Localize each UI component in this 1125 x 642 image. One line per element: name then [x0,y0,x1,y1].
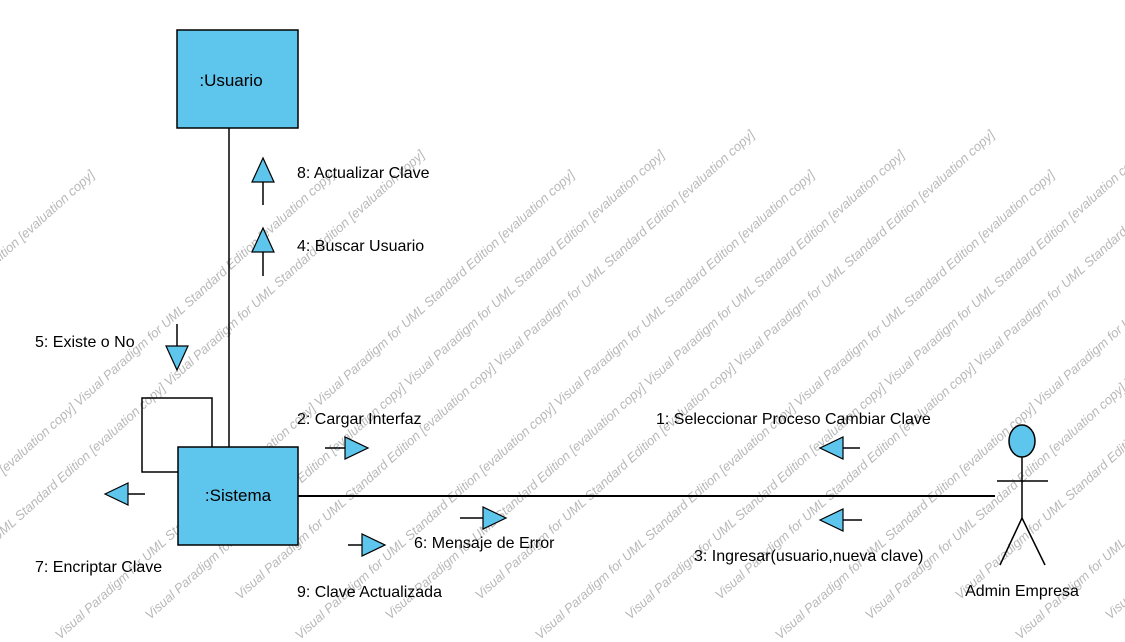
message-6-label: 6: Mensaje de Error [414,535,555,552]
arrow-up-icon [251,156,275,205]
object-sistema-label: :Sistema [205,486,272,505]
watermark-text: Visual Paradigm for UML Standard Edition… [772,167,1125,642]
arrow-left-icon [103,482,145,506]
message-8-label: 8: Actualizar Clave [297,165,430,182]
arrow-left-icon [818,508,862,532]
object-sistema[interactable]: :Sistema [177,446,299,546]
actor-label: Admin Empresa [965,583,1079,600]
actor-stick-figure-icon [997,424,1048,566]
object-usuario[interactable]: :Usuario [176,29,299,129]
arrow-right-icon [325,436,370,460]
arrow-right-icon [348,533,387,557]
actor-admin-empresa[interactable]: Admin Empresa [965,424,1079,600]
message-1-label: 1: Seleccionar Proceso Cambiar Clave [656,411,931,428]
arrow-up-icon [251,226,275,276]
watermark-text: Visual Paradigm for UML Standard Edition… [142,147,668,622]
message-2-label: 2: Cargar Interfaz [297,411,422,428]
arrow-left-icon [818,436,860,460]
message-3-label: 3: Ingresar(usuario,nueva clave) [694,548,923,565]
object-usuario-label: :Usuario [199,71,262,90]
self-link-sistema [141,397,213,473]
message-5-label: 5: Existe o No [35,334,135,351]
message-7-label: 7: Encriptar Clave [35,559,162,576]
message-9-label: 9: Clave Actualizada [297,584,442,601]
arrow-down-icon [165,324,189,372]
watermark-layer: Visual Paradigm for UML Standard Edition… [0,127,1125,642]
message-4-label: 4: Buscar Usuario [297,238,424,255]
arrow-right-icon [460,506,508,530]
